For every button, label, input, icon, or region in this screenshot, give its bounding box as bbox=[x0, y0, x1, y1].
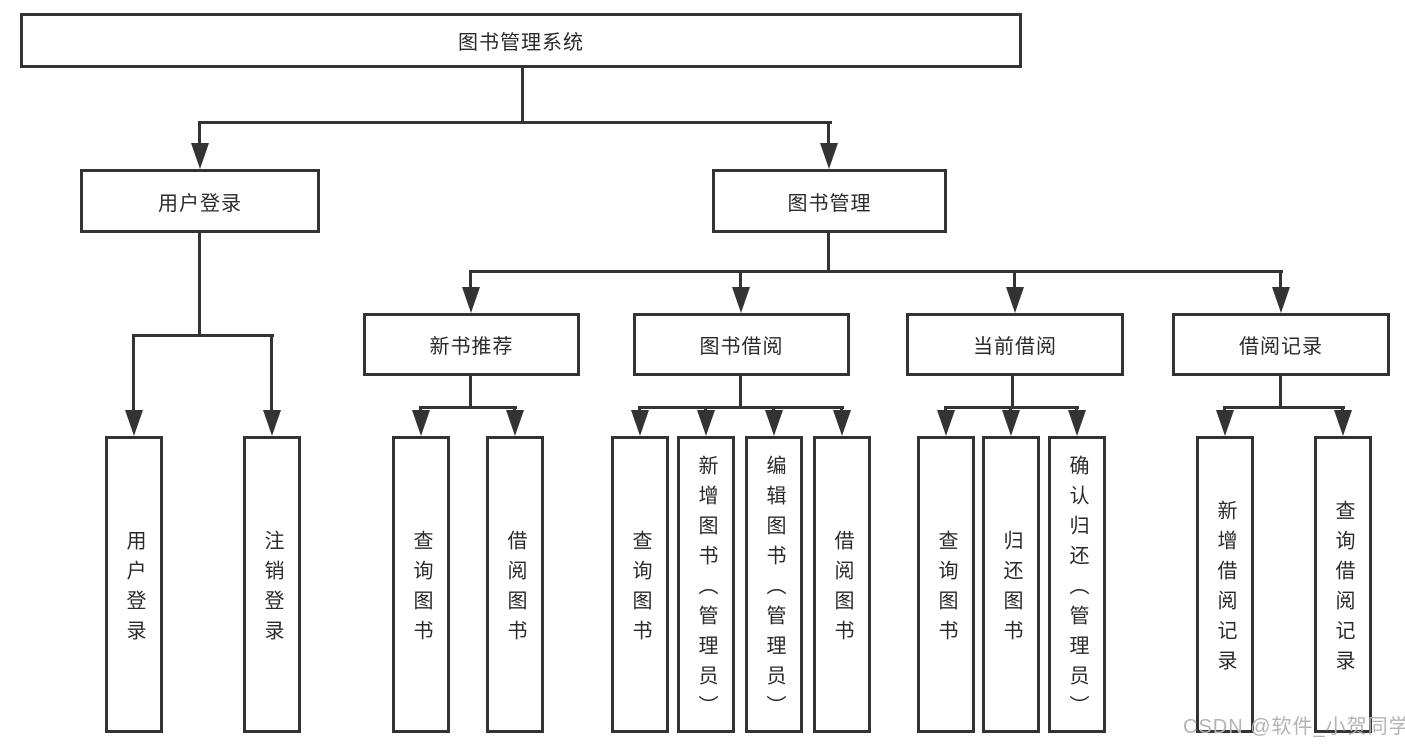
connector-drop-user-login bbox=[198, 121, 201, 145]
leaf-cb-query-books-label: 查询图书 bbox=[935, 529, 957, 650]
node-user-login: 用户登录 bbox=[80, 169, 320, 233]
connector-drop-new-books bbox=[469, 270, 472, 290]
leaf-nb-query-books-label: 查询图书 bbox=[410, 529, 432, 650]
arrow-down-book-mgmt bbox=[820, 143, 838, 169]
leaf-bb-borrow-books-label: 借阅图书 bbox=[831, 529, 853, 650]
node-borrow-records-label: 借阅记录 bbox=[1239, 336, 1323, 358]
connector-drop-book-mgmt bbox=[827, 121, 830, 145]
leaf-cb-return-books: 归还图书 bbox=[982, 436, 1040, 733]
leaf-nb-borrow-books-label: 借阅图书 bbox=[504, 529, 526, 650]
arrow-down-book-borrow bbox=[732, 287, 750, 313]
node-user-login-label: 用户登录 bbox=[158, 192, 242, 215]
leaf-logout-label: 注销登录 bbox=[261, 529, 283, 650]
connector-borrow-records-bus bbox=[1223, 406, 1345, 409]
node-book-mgmt: 图书管理 bbox=[712, 169, 947, 233]
connector-borrow-records-stem bbox=[1279, 376, 1282, 409]
connector-new-books-bus bbox=[419, 406, 517, 409]
leaf-bb-add-books-admin: 新增图书（管理员） bbox=[677, 436, 735, 733]
arrow-down-cb-query bbox=[937, 410, 955, 436]
connector-drop-current-borrow bbox=[1013, 270, 1016, 290]
connector-root-stem bbox=[521, 68, 524, 124]
arrow-down-nb-borrow bbox=[506, 410, 524, 436]
arrow-down-br-add bbox=[1216, 410, 1234, 436]
connector-drop-logout-leaf bbox=[270, 334, 273, 412]
node-book-borrow-label: 图书借阅 bbox=[699, 336, 784, 358]
arrow-down-borrow-records bbox=[1272, 287, 1290, 313]
node-root: 图书管理系统 bbox=[20, 13, 1022, 68]
connector-drop-borrow-records bbox=[1279, 270, 1282, 290]
node-current-borrow: 当前借阅 bbox=[906, 313, 1124, 376]
leaf-br-query-record-label: 查询借阅记录 bbox=[1332, 499, 1354, 680]
connector-level2-bus bbox=[198, 121, 832, 124]
leaf-cb-return-books-label: 归还图书 bbox=[1000, 529, 1022, 650]
leaf-bb-query-books-label: 查询图书 bbox=[629, 529, 651, 650]
connector-user-login-bus bbox=[132, 334, 274, 337]
leaf-br-add-record-label: 新增借阅记录 bbox=[1214, 499, 1236, 680]
watermark: CSDN @软件_小贺同学 bbox=[1183, 716, 1405, 738]
node-borrow-records: 借阅记录 bbox=[1172, 313, 1390, 376]
leaf-bb-query-books: 查询图书 bbox=[611, 436, 669, 733]
leaf-cb-query-books: 查询图书 bbox=[917, 436, 975, 733]
connector-drop-login-leaf bbox=[132, 334, 135, 412]
leaf-br-query-record: 查询借阅记录 bbox=[1314, 436, 1372, 733]
arrow-down-bb-query bbox=[631, 410, 649, 436]
node-book-borrow: 图书借阅 bbox=[633, 313, 850, 376]
leaf-bb-add-books-admin-label: 新增图书（管理员） bbox=[695, 454, 717, 725]
arrow-down-logout-leaf bbox=[263, 410, 281, 436]
leaf-bb-borrow-books: 借阅图书 bbox=[813, 436, 871, 733]
arrow-down-cb-return bbox=[1002, 410, 1020, 436]
leaf-nb-query-books: 查询图书 bbox=[392, 436, 450, 733]
arrow-down-bb-borrow bbox=[833, 410, 851, 436]
leaf-br-add-record: 新增借阅记录 bbox=[1196, 436, 1254, 733]
leaf-user-login-label: 用户登录 bbox=[123, 529, 145, 650]
leaf-nb-borrow-books: 借阅图书 bbox=[486, 436, 544, 733]
arrow-down-cb-confirm bbox=[1068, 410, 1086, 436]
arrow-down-bb-edit bbox=[765, 410, 783, 436]
arrow-down-current-borrow bbox=[1006, 287, 1024, 313]
node-new-books: 新书推荐 bbox=[363, 313, 580, 376]
leaf-cb-confirm-return-admin: 确认归还（管理员） bbox=[1048, 436, 1106, 733]
connector-user-login-stem bbox=[198, 233, 201, 337]
leaf-user-login: 用户登录 bbox=[105, 436, 163, 733]
node-current-borrow-label: 当前借阅 bbox=[973, 336, 1057, 358]
leaf-cb-confirm-return-admin-label: 确认归还（管理员） bbox=[1066, 454, 1088, 725]
connector-book-mgmt-stem bbox=[827, 233, 830, 273]
arrow-down-new-books bbox=[462, 287, 480, 313]
connector-level3-bus bbox=[469, 270, 1283, 273]
leaf-logout: 注销登录 bbox=[243, 436, 301, 733]
leaf-bb-edit-books-admin-label: 编辑图书（管理员） bbox=[763, 454, 785, 725]
arrow-down-br-query bbox=[1334, 410, 1352, 436]
arrow-down-bb-add bbox=[697, 410, 715, 436]
leaf-bb-edit-books-admin: 编辑图书（管理员） bbox=[745, 436, 803, 733]
connector-book-borrow-bus bbox=[638, 406, 844, 409]
connector-book-borrow-stem bbox=[739, 376, 742, 409]
arrow-down-login-leaf bbox=[125, 410, 143, 436]
connector-new-books-stem bbox=[469, 376, 472, 409]
node-new-books-label: 新书推荐 bbox=[429, 336, 514, 358]
connector-current-borrow-stem bbox=[1011, 376, 1014, 409]
node-root-label: 图书管理系统 bbox=[458, 32, 584, 54]
node-book-mgmt-label: 图书管理 bbox=[787, 192, 872, 215]
connector-drop-book-borrow bbox=[739, 270, 742, 290]
arrow-down-nb-query bbox=[412, 410, 430, 436]
arrow-down-user-login bbox=[191, 143, 209, 169]
